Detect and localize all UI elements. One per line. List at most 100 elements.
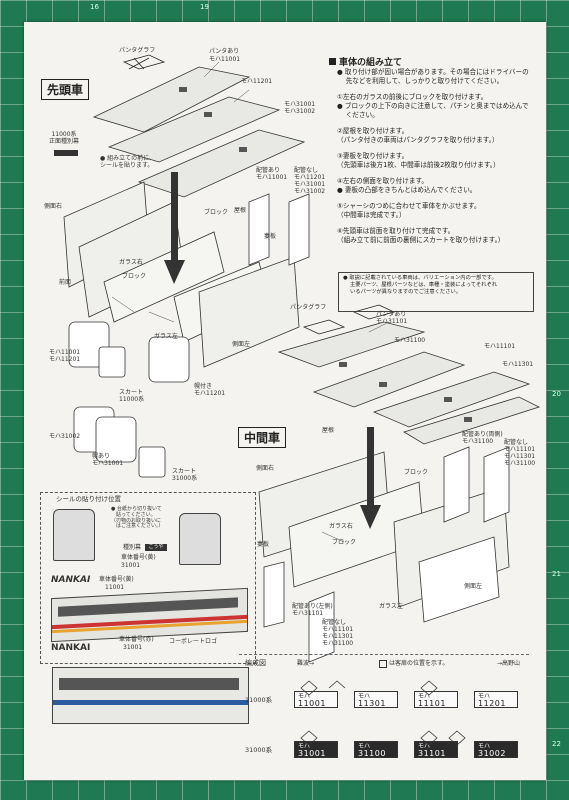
note-line-0: ● 取説に記載されている車両は、バリエーション内の一部です。 bbox=[343, 275, 497, 281]
step-line-3: ● ブロックの上下の向きに注意して、パチンと奥まではめ込んで bbox=[337, 102, 529, 110]
sticker-car-number-red: 車体番号(赤) bbox=[119, 636, 154, 643]
label-glass-left: ガラス左 bbox=[154, 333, 178, 340]
label-block: ブロック bbox=[204, 209, 229, 216]
heading-square-icon bbox=[329, 58, 336, 65]
car-number: 31100 bbox=[358, 749, 386, 758]
step-line-8: （先頭車は後方1枚、中間車は前後2枚取り付けます。） bbox=[337, 161, 500, 169]
pantograph-markers bbox=[300, 680, 466, 746]
sticker-num-31001: 31001 bbox=[121, 562, 141, 569]
m-label-glass-left: ガラス左 bbox=[379, 603, 403, 610]
label-front: 前面 bbox=[59, 279, 72, 286]
mat-number-5: 22 bbox=[552, 740, 561, 748]
label-roof: 屋根 bbox=[234, 207, 247, 214]
car-number: 31101 bbox=[418, 749, 446, 758]
label-sign-11000: 11000系 正面種別幕 bbox=[49, 131, 80, 145]
m-label-pipe-none2: 配管なし モハ11101 モハ11301 モハ31100 bbox=[322, 619, 354, 647]
step-line-14: （組み立て前に前面の裏側にスカートを取り付けます。） bbox=[337, 236, 505, 244]
instruction-sheet: 先頭車 bbox=[24, 22, 546, 780]
formation-left-dir: 難波→ bbox=[297, 660, 315, 667]
car-number: 11001 bbox=[298, 699, 326, 708]
series-11000-label: 11000系 bbox=[245, 696, 273, 704]
label-moha11201: モハ11201 bbox=[241, 78, 273, 85]
car-prefix: モハ bbox=[358, 743, 371, 750]
side-view-31000 bbox=[52, 667, 249, 724]
assembly-heading: 車体の組み立て bbox=[329, 55, 402, 68]
sticker-type-sign: 種別幕 bbox=[123, 544, 142, 551]
car-prefix: モハ bbox=[298, 743, 311, 750]
label-pantograph: パンタグラフ bbox=[119, 47, 156, 54]
step-line-11: ⑤シャーシのつめに合わせて車体をかぶせます。 bbox=[337, 202, 481, 210]
destination-sign: こうや bbox=[145, 544, 167, 551]
m-label-side-left: 側面左 bbox=[464, 583, 483, 590]
mat-number-1: 16 bbox=[90, 3, 99, 11]
car-prefix: モハ bbox=[478, 743, 491, 750]
front-view-11000 bbox=[53, 509, 95, 561]
formation-legend: は客扉の位置を示す。 bbox=[389, 660, 449, 667]
m-label-end-plate: 妻板 bbox=[257, 541, 270, 548]
sticker-num-31001b: 31001 bbox=[123, 644, 143, 651]
m-label-moha11101: モハ11101 bbox=[484, 343, 516, 350]
label-moha31001-31002: モハ31001 モハ31002 bbox=[284, 101, 316, 115]
label-panta-with: パンタあり bbox=[209, 48, 240, 55]
label-block-2: ブロック bbox=[122, 273, 147, 280]
label-pipe-without: 配管なし モハ11201 モハ31001 モハ31002 bbox=[294, 167, 326, 195]
sticker-num-11001: 11001 bbox=[105, 584, 125, 591]
car-number: 11301 bbox=[358, 699, 386, 708]
car-prefix: モハ bbox=[358, 693, 371, 700]
blue-stripe bbox=[53, 700, 248, 705]
m-label-roof: 屋根 bbox=[322, 427, 335, 434]
m-label-moha31100: モハ31100 bbox=[394, 337, 426, 344]
step-line-5: ②屋根を取り付けます。 bbox=[337, 127, 409, 135]
car-number: 11201 bbox=[478, 699, 506, 708]
car-prefix: モハ bbox=[418, 693, 431, 700]
sticker-position-box: シールの貼り付け位置 ● 台紙から切り抜いて 貼ってください。 （刃物のお取り扱… bbox=[40, 492, 256, 664]
front-view-31000 bbox=[179, 513, 221, 565]
car-prefix: モハ bbox=[478, 693, 491, 700]
mat-number-4: 21 bbox=[552, 570, 561, 578]
car-number: 31002 bbox=[478, 749, 506, 758]
lead-car-label: 先頭車 bbox=[41, 79, 90, 100]
variation-note-box: ● 取説に記載されている車両は、バリエーション内の一部です。 主要パーツ、屋根パ… bbox=[338, 272, 534, 312]
side-window-band-2 bbox=[59, 678, 239, 690]
formation-title: 編成図 bbox=[245, 659, 266, 667]
label-side-left: 側面左 bbox=[232, 341, 251, 348]
car-number: 11101 bbox=[418, 699, 446, 708]
side-window-band bbox=[58, 597, 238, 617]
sticker-car-number-yellow: 車体番号(黄) bbox=[99, 576, 134, 583]
label-lamp-b: 幌あり モハ31001 bbox=[92, 453, 124, 467]
label-lamp-yes: 幌付き モハ11201 bbox=[194, 383, 226, 397]
step-line-13: ⑥先頭車は前面を取り付けて完成です。 bbox=[337, 227, 455, 235]
m-label-glass-right: ガラス右 bbox=[329, 523, 353, 530]
label-side-right: 側面右 bbox=[44, 203, 63, 210]
sticker-note: ● 台紙から切り抜いて 貼ってください。 （刃物のお取り扱いに はご注意ください… bbox=[111, 506, 164, 530]
assembly-heading-text: 車体の組み立て bbox=[339, 58, 403, 68]
label-skirt-11000: スカート 11000系 bbox=[119, 389, 145, 403]
sticker-corp-logo: コーポレートロゴ bbox=[169, 638, 218, 645]
formation-right-dir: →高野山 bbox=[497, 660, 521, 667]
mat-number-2: 19 bbox=[200, 3, 209, 11]
m-label-side-right: 側面右 bbox=[256, 465, 275, 472]
middle-car-label: 中間車 bbox=[238, 427, 287, 448]
step-line-12: （中間車は完成です。） bbox=[337, 211, 406, 219]
mat-number-3: 20 bbox=[552, 390, 561, 398]
step-line-6: （パンタ付きの車両はパンタグラフを取り付けます。） bbox=[337, 136, 499, 144]
step-line-10: ● 妻板の凸部をきちんとはめ込んでください。 bbox=[337, 186, 477, 194]
note-line-2: いるパーツが異なりますのでご注意ください。 bbox=[343, 289, 462, 296]
side-view-11000 bbox=[51, 587, 248, 643]
step-line-2: ①左右のガラスの前後にブロックを取り付けます。 bbox=[337, 93, 488, 101]
m-label-pipe-both: 配管あり(両側) モハ31100 bbox=[462, 431, 503, 445]
m-label-moha11301: モハ11301 bbox=[502, 361, 534, 368]
label-glass-right: ガラス右 bbox=[119, 259, 143, 266]
sticker-car-number-blue: 車体番号(黄) bbox=[121, 554, 156, 561]
m-label-pantograph: パンタグラフ bbox=[290, 304, 327, 311]
m-label-panta-with: パンタあり モハ31101 bbox=[376, 311, 408, 325]
label-moha31002: モハ31002 bbox=[49, 433, 81, 440]
